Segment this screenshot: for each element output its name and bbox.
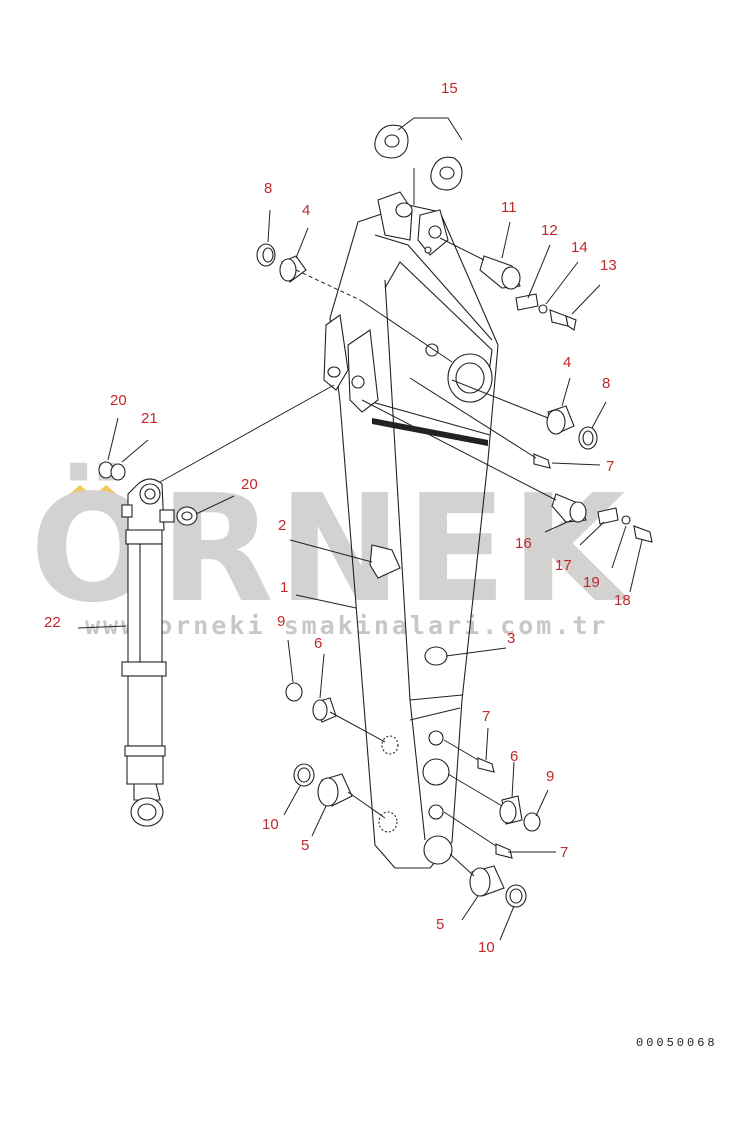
plate-set-15 — [374, 117, 463, 205]
callout-6: 6 — [314, 635, 322, 652]
callout-3: 3 — [507, 630, 515, 647]
callout-6: 6 — [510, 748, 518, 765]
cylinder-22 — [121, 478, 175, 827]
callout-22: 22 — [44, 614, 61, 631]
callout-labels: 15 8 4 11 12 14 13 4 8 7 20 21 20 16 17 … — [44, 80, 631, 956]
callout-4: 4 — [302, 202, 310, 219]
callout-4: 4 — [563, 354, 571, 371]
callout-9: 9 — [277, 613, 285, 630]
watermark-brand: ÖRNEK — [30, 462, 631, 635]
callout-7: 7 — [482, 708, 490, 725]
callout-7: 7 — [606, 458, 614, 475]
callout-1: 1 — [280, 579, 288, 596]
callout-8: 8 — [264, 180, 272, 197]
leader-lines — [77, 209, 643, 941]
callout-14: 14 — [571, 239, 588, 256]
arm-body — [323, 191, 499, 869]
callout-15: 15 — [441, 80, 458, 97]
watermark-url: www.orneki smakinalari.com.tr — [85, 611, 609, 640]
callout-11: 11 — [501, 199, 517, 216]
callout-13: 13 — [600, 257, 617, 274]
drawing-code: 00050068 — [636, 1036, 718, 1050]
callout-12: 12 — [541, 222, 558, 239]
callout-10: 10 — [262, 816, 279, 833]
callout-9: 9 — [546, 768, 554, 785]
callout-7: 7 — [560, 844, 568, 861]
callout-18: 18 — [614, 592, 631, 609]
callout-21: 21 — [141, 410, 158, 427]
callout-16: 16 — [515, 535, 532, 552]
callout-20: 20 — [110, 392, 127, 409]
watermark-accent-icon — [92, 485, 120, 497]
callout-17: 17 — [555, 557, 572, 574]
callout-5: 5 — [301, 837, 309, 854]
watermark-accent-icon — [66, 485, 94, 497]
callout-5: 5 — [436, 916, 444, 933]
callout-10: 10 — [478, 939, 495, 956]
callout-2: 2 — [278, 517, 286, 534]
callout-20: 20 — [241, 476, 258, 493]
callout-8: 8 — [602, 375, 610, 392]
small-parts — [98, 243, 653, 908]
callout-19: 19 — [583, 574, 600, 591]
